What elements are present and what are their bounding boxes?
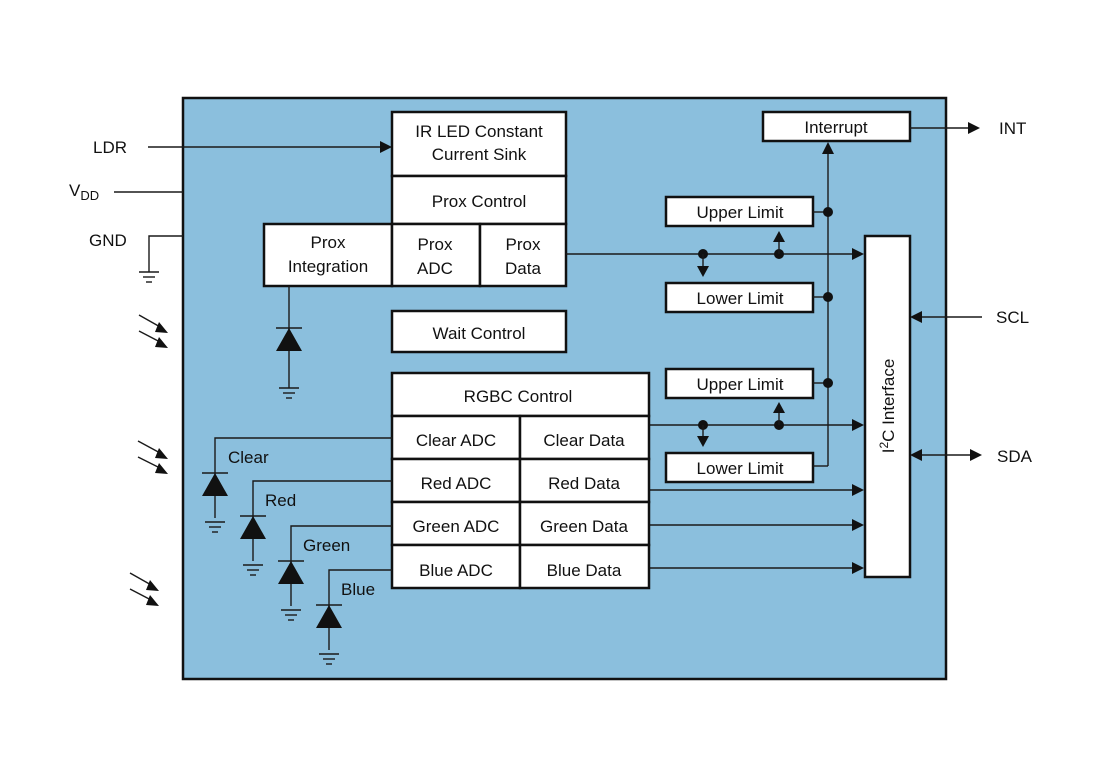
prox-control-label: Prox Control	[432, 192, 526, 211]
prox-data-label-1: Prox	[506, 235, 541, 254]
ground-icon	[205, 521, 225, 533]
pin-int-label: INT	[999, 119, 1026, 138]
pin-sda-label: SDA	[997, 447, 1033, 466]
ground-icon	[281, 609, 301, 621]
clear-data-block	[518, 414, 651, 461]
int-arrowhead	[968, 122, 980, 134]
to-upper-limit-arrowhead	[773, 231, 785, 242]
red-data-block	[518, 457, 651, 504]
pin-ldr-label: LDR	[93, 138, 127, 157]
blue-diode-label: Blue	[341, 580, 375, 599]
blue-adc-label: Blue ADC	[419, 561, 493, 580]
prox-lower-limit-label: Lower Limit	[697, 289, 784, 308]
red-adc-block	[390, 457, 522, 504]
prox-integration-label-1: Prox	[311, 233, 346, 252]
wait-control-label: Wait Control	[433, 324, 526, 343]
prox-upper-limit-block	[664, 195, 815, 228]
interrupt-bus-arrowhead	[822, 142, 834, 154]
prox-integration-block	[262, 222, 394, 288]
interrupt-block	[761, 110, 912, 143]
prox-lower-limit-block	[664, 281, 815, 314]
blue-adc-block	[390, 543, 522, 590]
blue-data-block	[518, 543, 651, 590]
junction-dot	[823, 378, 833, 388]
clear-diode-label: Clear	[228, 448, 269, 467]
ir-led-label-2: Current Sink	[432, 145, 527, 164]
prox-bus-arrowhead	[852, 248, 864, 260]
pin-scl-label: SCL	[996, 308, 1029, 327]
green-bus-arrowhead	[852, 519, 864, 531]
photodiode-icon	[240, 515, 266, 539]
green-data-label: Green Data	[540, 517, 628, 536]
pin-vdd-label: VDD	[69, 181, 99, 203]
green-adc-block	[390, 500, 522, 547]
red-diode-label: Red	[265, 491, 296, 510]
blue-data-label: Blue Data	[547, 561, 622, 580]
red-adc-label: Red ADC	[421, 474, 492, 493]
prox-adc-label-1: Prox	[418, 235, 453, 254]
ldr-arrowhead	[380, 141, 392, 153]
green-diode-label: Green	[303, 536, 350, 555]
i2c-interface-block	[863, 234, 912, 579]
i2c-interface-label: I2C Interface	[877, 359, 898, 454]
photodiode-icon	[278, 560, 304, 584]
rgbc-lower-limit-block	[664, 451, 815, 484]
prox-adc-block	[390, 222, 482, 288]
green-adc-label: Green ADC	[413, 517, 500, 536]
interrupt-label: Interrupt	[804, 118, 868, 137]
ground-icon	[279, 387, 299, 399]
pin-gnd-label: GND	[89, 231, 127, 250]
scl-arrowhead	[910, 311, 922, 323]
red-bus-arrowhead	[852, 484, 864, 496]
rgbc-lower-limit-label: Lower Limit	[697, 459, 784, 478]
clear-adc-block	[390, 414, 522, 461]
ground-icon	[319, 653, 339, 665]
prox-upper-limit-label: Upper Limit	[697, 203, 784, 222]
blue-bus-arrowhead	[852, 562, 864, 574]
photodiode-icon	[202, 472, 228, 496]
light-arrows-icon	[137, 440, 168, 474]
light-arrows-icon	[129, 572, 159, 606]
clear-bus-arrowhead	[852, 419, 864, 431]
ir-led-label-1: IR LED Constant	[415, 122, 543, 141]
gnd-wire	[148, 235, 183, 272]
ground-icon	[139, 271, 159, 283]
prox-data-block	[478, 222, 568, 288]
junction-dot	[823, 207, 833, 217]
prox-data-label-2: Data	[505, 259, 541, 278]
photodiode-icon	[316, 604, 342, 628]
rgbc-control-label: RGBC Control	[464, 387, 573, 406]
ir-led-current-sink-block	[390, 110, 568, 178]
sda-in-arrowhead	[910, 449, 922, 461]
wait-control-block	[390, 309, 568, 354]
rgbc-upper-limit-label: Upper Limit	[697, 375, 784, 394]
sda-out-arrowhead	[970, 449, 982, 461]
to-lower-limit-arrowhead	[697, 436, 709, 447]
rgbc-control-block	[390, 371, 651, 418]
to-lower-limit-arrowhead	[697, 266, 709, 277]
red-data-label: Red Data	[548, 474, 620, 493]
to-upper-limit-arrowhead	[773, 402, 785, 413]
clear-adc-label: Clear ADC	[416, 431, 496, 450]
ground-icon	[243, 564, 263, 576]
junction-dot	[823, 292, 833, 302]
clear-data-label: Clear Data	[543, 431, 625, 450]
prox-integration-label-2: Integration	[288, 257, 368, 276]
prox-adc-label-2: ADC	[417, 259, 453, 278]
light-arrows-icon	[138, 314, 168, 348]
photodiode-icon	[276, 327, 302, 351]
